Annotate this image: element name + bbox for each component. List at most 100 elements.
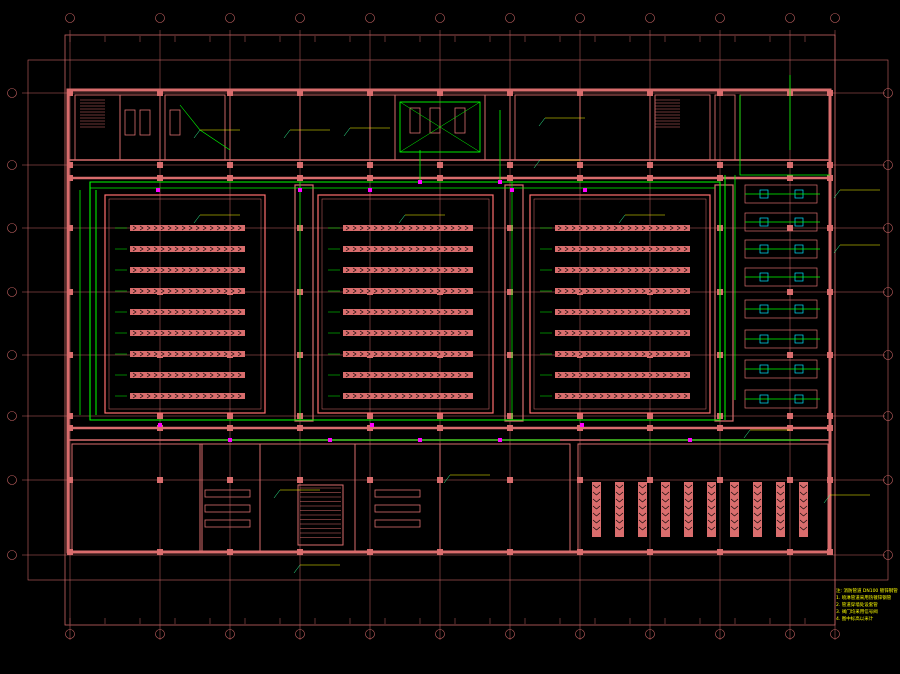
- rack-row: [555, 309, 690, 315]
- rack-chevron: [230, 267, 235, 273]
- rack-chevron: [592, 288, 597, 294]
- rack-row: [343, 225, 473, 231]
- rack-chevron: [634, 267, 639, 273]
- rack-chevron: [401, 267, 406, 273]
- rack-chevron: [352, 225, 357, 231]
- rack-chevron: [648, 309, 653, 315]
- rack-chevron: [146, 225, 151, 231]
- rack-chevron: [436, 288, 441, 294]
- axis-bubble: [7, 475, 17, 485]
- column: [297, 477, 303, 483]
- rack-chevron: [620, 372, 625, 378]
- rack-chevron: [160, 225, 165, 231]
- rack-chevron: [613, 309, 618, 315]
- vertical-rack: [753, 482, 762, 537]
- rack-chevron: [592, 491, 601, 496]
- rack-chevron: [188, 288, 193, 294]
- vertical-rack: [730, 482, 739, 537]
- rack-chevron: [464, 330, 469, 336]
- rack-chevron: [132, 372, 137, 378]
- column: [67, 352, 73, 358]
- shelf: [204, 489, 251, 498]
- column: [67, 477, 73, 483]
- rack-chevron: [195, 351, 200, 357]
- column: [297, 90, 303, 96]
- column: [787, 289, 793, 295]
- equipment: [409, 107, 421, 134]
- rack-chevron: [648, 246, 653, 252]
- rack-chevron: [641, 330, 646, 336]
- column: [367, 477, 373, 483]
- rack-chevron: [366, 267, 371, 273]
- warehouse-room: [104, 194, 266, 414]
- rack-chevron: [606, 267, 611, 273]
- rack-chevron: [615, 484, 624, 489]
- column: [67, 289, 73, 295]
- rack-chevron: [676, 372, 681, 378]
- axis-bubble: [883, 287, 893, 297]
- rack-chevron: [223, 246, 228, 252]
- column: [827, 352, 833, 358]
- rack-chevron: [181, 288, 186, 294]
- rack-row: [130, 309, 245, 315]
- annotation-leader: [193, 129, 201, 139]
- axis-labels: [7, 13, 893, 639]
- axis-bubble: [7, 350, 17, 360]
- rack-chevron: [139, 351, 144, 357]
- equipment: [169, 109, 181, 136]
- rack-chevron: [592, 505, 601, 510]
- vertical-rack: [684, 482, 693, 537]
- rack-chevron: [132, 246, 137, 252]
- rack-chevron: [237, 309, 242, 315]
- axis-bubble: [645, 629, 655, 639]
- rack-chevron: [443, 393, 448, 399]
- rack-chevron: [669, 225, 674, 231]
- rack-chevron: [139, 393, 144, 399]
- column: [157, 413, 163, 419]
- column: [67, 225, 73, 231]
- rack-chevron: [676, 267, 681, 273]
- rack-chevron: [585, 330, 590, 336]
- column: [577, 425, 583, 431]
- rack-chevron: [230, 288, 235, 294]
- rack-chevron: [684, 484, 693, 489]
- rack-chevron: [464, 225, 469, 231]
- column: [647, 413, 653, 419]
- rack-chevron: [415, 393, 420, 399]
- rack-row: [130, 288, 245, 294]
- rack-chevron: [146, 330, 151, 336]
- rack-chevron: [707, 491, 716, 496]
- rack-chevron: [188, 309, 193, 315]
- column: [437, 425, 443, 431]
- annotation-leader: [833, 244, 841, 254]
- rack-row: [130, 330, 245, 336]
- rack-chevron: [592, 498, 601, 503]
- rack-chevron: [401, 330, 406, 336]
- column: [67, 90, 73, 96]
- rack-chevron: [387, 267, 392, 273]
- rack-chevron: [195, 246, 200, 252]
- axis-bubble: [225, 629, 235, 639]
- valve: [580, 423, 584, 427]
- column: [717, 477, 723, 483]
- axis-bubble: [575, 13, 585, 23]
- rack-chevron: [380, 225, 385, 231]
- rack-chevron: [655, 393, 660, 399]
- rack-chevron: [753, 491, 762, 496]
- rack-chevron: [641, 267, 646, 273]
- column: [67, 413, 73, 419]
- rack-chevron: [753, 519, 762, 524]
- rack-chevron: [641, 372, 646, 378]
- rack-chevron: [655, 330, 660, 336]
- rack-chevron: [457, 309, 462, 315]
- rack-chevron: [564, 372, 569, 378]
- rack-chevron: [160, 288, 165, 294]
- rack-chevron: [352, 288, 357, 294]
- column: [827, 175, 833, 181]
- rack-chevron: [683, 351, 688, 357]
- column: [827, 225, 833, 231]
- rack-chevron: [450, 330, 455, 336]
- rack-chevron: [450, 372, 455, 378]
